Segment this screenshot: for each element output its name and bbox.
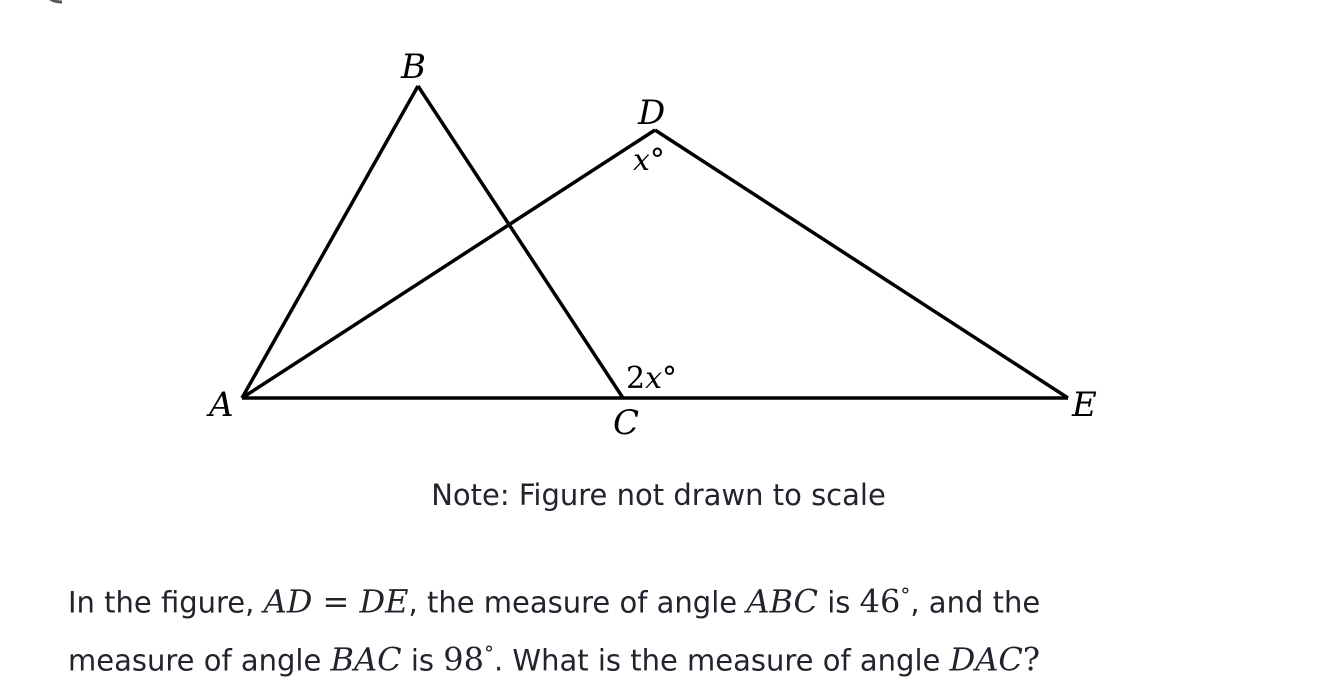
math-equals: = <box>312 582 360 621</box>
figure-lines <box>240 85 1069 400</box>
angle-c-degree: ° <box>662 361 677 396</box>
math-segment-de: DE <box>359 582 409 621</box>
math-angle-bac: BAC <box>330 640 402 679</box>
angle-label-d: x° <box>633 143 665 178</box>
angle-label-c: 2x° <box>626 361 677 396</box>
problem-text: is <box>818 585 860 620</box>
point-label-c: C <box>613 403 639 443</box>
problem-text: measure of angle <box>68 643 331 678</box>
problem-text: In the figure, <box>68 585 264 620</box>
point-label-b: B <box>400 47 426 87</box>
math-angle-abc: ABC <box>746 582 819 621</box>
segment-ab <box>240 85 420 399</box>
angle-d-variable: x <box>633 143 650 178</box>
problem-text: , the measure of angle <box>408 585 747 620</box>
math-degree: ° <box>483 640 494 665</box>
figure-note: Note: Figure not drawn to scale <box>431 478 886 512</box>
math-angle-dac: DAC <box>949 640 1023 679</box>
point-label-d: D <box>637 93 665 133</box>
math-degree: ° <box>900 583 911 607</box>
point-label-a: A <box>206 385 234 425</box>
math-question-mark: ? <box>1022 640 1040 679</box>
angle-d-degree: ° <box>650 143 665 178</box>
problem-text: , and the <box>910 585 1041 620</box>
math-value-46: 46 <box>859 582 901 621</box>
angle-c-variable: x <box>645 361 662 396</box>
problem-text: . What is the measure of angle <box>493 643 950 678</box>
problem-statement: In the figure, AD = DE, the measure of a… <box>68 570 1268 685</box>
problem-text: is <box>401 643 444 678</box>
math-segment-ad: AD <box>263 582 313 621</box>
segment-bc <box>416 85 625 399</box>
point-label-e: E <box>1071 385 1097 425</box>
math-value-98: 98 <box>443 640 484 679</box>
corner-arc-icon <box>49 0 63 4</box>
segment-de <box>654 128 1069 400</box>
angle-c-coefficient: 2 <box>626 361 645 396</box>
segment-ad <box>241 128 656 400</box>
